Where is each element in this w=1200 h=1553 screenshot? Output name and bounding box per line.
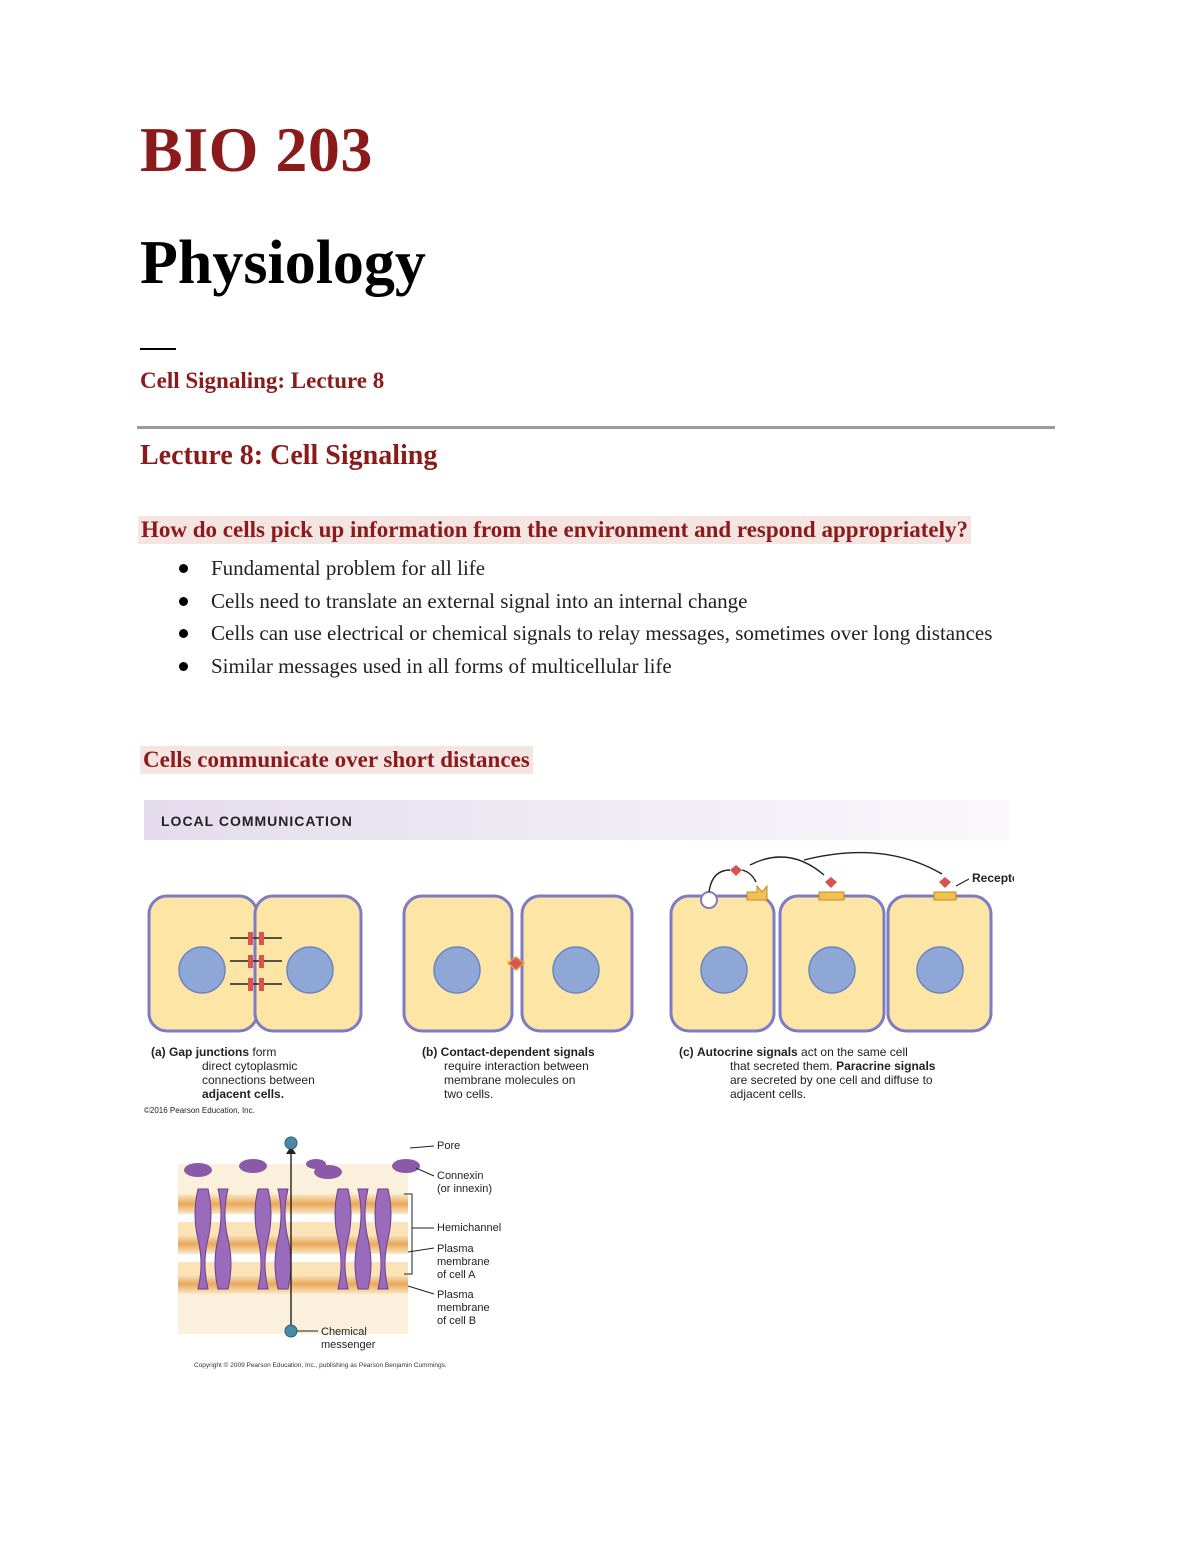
intercellular-gap [178,1262,408,1274]
figure-banner [144,800,1009,840]
bullet-icon [179,661,188,671]
svg-text:membrane: membrane [437,1256,490,1268]
svg-text:two cells.: two cells. [444,1087,493,1101]
plasma-membrane-a-lower [178,1234,408,1254]
svg-text:membrane molecules on: membrane molecules on [444,1073,575,1087]
svg-text:membrane: membrane [437,1302,490,1314]
arrowhead-icon [286,1146,296,1154]
local-communication-figure: LOCAL COMMUNICATION [144,800,1014,1115]
course-code: BIO 203 [140,114,373,185]
list-item: Similar messages used in all forms of mu… [176,650,1046,683]
contact-signal-molecule [506,956,526,971]
receptor-icon [933,891,957,901]
question-heading: How do cells pick up information from th… [138,516,972,544]
signal-molecule [825,877,837,888]
chemical-messenger-icon [284,1324,298,1338]
connexin-clusters [184,1159,420,1179]
nucleus [808,946,856,994]
divider-dash [140,348,176,350]
gap-junction-arrows [230,937,282,985]
svg-text:require interaction between: require interaction between [444,1059,589,1073]
panel-a-gap-junctions [147,894,363,1033]
caption-b: (b) Contact-dependent signals require in… [422,1045,595,1101]
hemichannel-label: Hemichannel [437,1222,501,1234]
chemical-messenger-icon [284,1136,298,1150]
svg-text:of cell B: of cell B [437,1315,476,1327]
bullet-icon [179,564,188,573]
svg-text:direct cytoplasmic: direct cytoplasmic [202,1059,297,1073]
nucleus [433,946,481,994]
svg-text:that secreted them. Paracrine: that secreted them. Paracrine signals [730,1059,936,1073]
diffusion-arrows [708,851,943,893]
svg-text:Plasma: Plasma [437,1243,475,1255]
lecture-subtitle: Cell Signaling: Lecture 8 [140,368,385,393]
svg-text:are secreted by one cell and d: are secreted by one cell and diffuse to [730,1073,933,1087]
hemichannels [194,1188,392,1290]
horizontal-rule [137,426,1055,429]
svg-text:messenger: messenger [321,1339,376,1351]
signal-molecule [939,877,951,888]
list-item: Cells can use electrical or chemical sig… [176,617,1046,650]
receptor-label: Receptor [972,871,1014,885]
connexin-label: Connexin [437,1170,483,1182]
list-item: Fundamental problem for all life [176,552,1046,585]
section-heading: Cells communicate over short distances [140,746,533,774]
gap-junction-channels [248,932,264,991]
receptor-icon [746,884,768,901]
caption-c: (c) Autocrine signals act on the same ce… [679,1045,936,1101]
lecture-heading: Lecture 8: Cell Signaling [140,440,438,471]
svg-text:of cell A: of cell A [437,1269,476,1281]
figure-labels: Pore Connexin (or innexin) Hemichannel P… [321,1140,501,1351]
bullet-list: Fundamental problem for all life Cells n… [176,552,1046,682]
caption-a: (a) Gap junctions form direct cytoplasmi… [144,1045,315,1115]
list-item: Cells need to translate an external sign… [176,585,1046,618]
bullet-icon [179,596,188,606]
plasma-membrane-b [178,1274,408,1294]
svg-text:(c) Autocrine signals act on t: (c) Autocrine signals act on the same ce… [679,1045,908,1059]
svg-text:(a) Gap junctions form: (a) Gap junctions form [151,1045,276,1059]
bullet-icon [179,629,188,638]
figure-copyright: ©2016 Pearson Education, Inc. [144,1106,255,1115]
plasma-membrane-a [178,1194,408,1214]
svg-text:Chemical: Chemical [321,1326,367,1338]
svg-text:connections between: connections between [202,1073,315,1087]
nucleus [286,946,334,994]
intercellular-gap [178,1222,408,1234]
secretory-vesicle [700,891,718,909]
receptor-icon [818,891,845,901]
panel-c-autocrine-paracrine: Receptor [669,851,1014,1033]
svg-text:(b) Contact-dependent signals: (b) Contact-dependent signals [422,1045,595,1059]
nucleus [178,946,226,994]
leader-lines [297,1145,435,1332]
nucleus [700,946,748,994]
connexin-alt-label: (or innexin) [437,1183,492,1195]
banner-title: LOCAL COMMUNICATION [161,813,353,829]
svg-text:Plasma: Plasma [437,1289,475,1301]
membrane-bracket [404,1193,413,1275]
nucleus [916,946,964,994]
svg-text:adjacent cells.: adjacent cells. [202,1087,284,1101]
svg-text:adjacent cells.: adjacent cells. [730,1087,806,1101]
signal-molecule [730,865,742,876]
pore-label: Pore [437,1140,460,1152]
panel-b-contact-dependent [402,894,634,1033]
nucleus [552,946,600,994]
figure-copyright: Copyright © 2009 Pearson Education, Inc.… [194,1361,447,1369]
course-title: Physiology [140,229,426,297]
gap-junction-figure: Pore Connexin (or innexin) Hemichannel P… [178,1136,501,1369]
receptor-leader-line [955,878,970,887]
